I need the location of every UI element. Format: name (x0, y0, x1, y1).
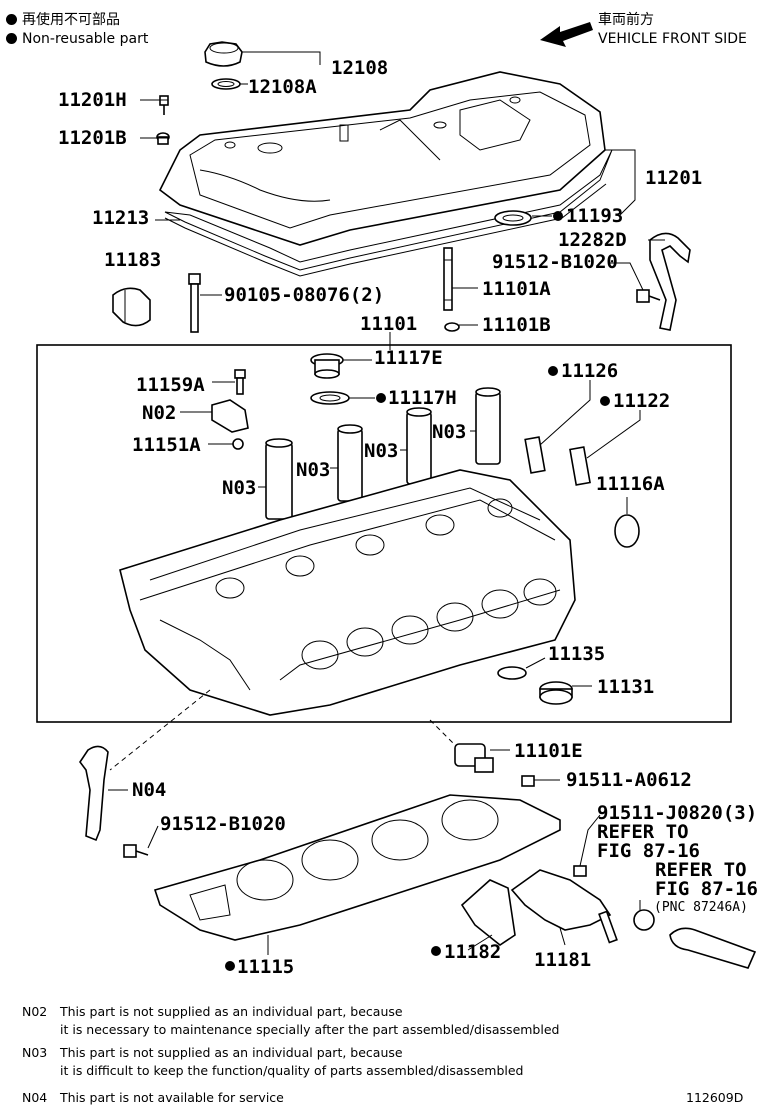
valve-guide-11122-part (569, 446, 591, 486)
label-11101e: 11101E (514, 740, 583, 762)
pin-11151a-part (232, 438, 244, 450)
cylinder-head-cover-part (158, 71, 606, 246)
label-n02: N02 (142, 402, 176, 424)
label-11117e: 11117E (374, 347, 443, 369)
bracket-12282d-part (649, 232, 691, 331)
label-11181: 11181 (534, 949, 591, 971)
cylinder-head-detail-box (36, 344, 732, 723)
label-n03-c: N03 (296, 459, 330, 481)
stud-11101a-part (443, 247, 453, 311)
label-fig-87-16-2: FIG 87-16 (655, 878, 758, 900)
hose-clamp-part (633, 909, 655, 931)
seal-11131-part (539, 681, 573, 705)
label-11193: 11193 (566, 205, 623, 227)
seal-11135-part (497, 666, 527, 680)
cover-gasket-part (164, 149, 613, 271)
front-side-en: VEHICLE FRONT SIDE (598, 31, 747, 47)
non-reusable-dot-icon (6, 33, 17, 44)
bolt-90105-part (188, 273, 201, 333)
cylinder-head-part (119, 469, 576, 716)
cap-gasket-part (211, 78, 241, 90)
label-11183: 11183 (104, 249, 161, 271)
non-reusable-markers (225, 211, 610, 971)
label-refer-to-2: REFER TO (655, 859, 747, 881)
label-91511-j0820: 91511-J0820(3) (597, 802, 757, 824)
label-11131: 11131 (597, 676, 654, 698)
label-91512-top: 91512-B1020 (492, 251, 618, 273)
label-11117h: 11117H (388, 387, 457, 409)
label-11116a: 11116A (596, 473, 665, 495)
gasket-11117h-part (310, 391, 350, 405)
label-11213: 11213 (92, 207, 149, 229)
label-91511-a0612: 91511-A0612 (566, 769, 692, 791)
legend-en: Non-reusable part (6, 31, 148, 47)
hook-n04-part (79, 745, 109, 842)
valve-guide-11126-part (524, 436, 546, 474)
gasket-11182-part (460, 879, 516, 946)
label-91512-bottom: 91512-B1020 (160, 813, 286, 835)
label-11126: 11126 (561, 360, 618, 382)
label-11201b: 11201B (58, 127, 127, 149)
label-fig-87-16-1: FIG 87-16 (597, 840, 700, 862)
non-reusable-dot-icon (225, 961, 235, 971)
sensor-11101e-part (454, 743, 494, 773)
label-11122: 11122 (613, 390, 670, 412)
hose-part (669, 927, 757, 969)
non-reusable-dot-icon (600, 396, 610, 406)
seal-11117e-part (310, 353, 344, 379)
label-11201: 11201 (645, 167, 702, 189)
bolt-91512-bottom-part (123, 844, 149, 858)
oil-filler-cap-part (204, 41, 243, 67)
bolt-91511-a0612-part (521, 775, 535, 787)
label-11159a: 11159A (136, 374, 205, 396)
label-11201h: 11201H (58, 89, 127, 111)
vehicle-front-arrow-icon (540, 22, 593, 47)
label-11135: 11135 (548, 643, 605, 665)
label-n03-a: N03 (432, 421, 466, 443)
label-12108: 12108 (331, 57, 388, 79)
label-11151a: 11151A (132, 434, 201, 456)
label-refer-to-1: REFER TO (597, 821, 689, 843)
non-reusable-dot-icon (431, 946, 441, 956)
plug-11183-part (112, 287, 151, 327)
bolt-11201h-part (159, 95, 169, 115)
diagram-id: 112609D (686, 1090, 744, 1105)
label-11182: 11182 (444, 941, 501, 963)
head-gasket-11115-part (153, 794, 561, 941)
seal-11193-part (494, 210, 532, 226)
non-reusable-dot-icon (6, 14, 17, 25)
label-11101: 11101 (360, 313, 417, 335)
label-11101a: 11101A (482, 278, 551, 300)
housing-11181-part (510, 869, 612, 931)
label-pnc-87246a: (PNC 87246A) (654, 900, 748, 915)
non-reusable-dot-icon (548, 366, 558, 376)
bolt-11159a-part (234, 369, 246, 395)
label-12282d: 12282D (558, 229, 627, 251)
non-reusable-dot-icon (376, 393, 386, 403)
bearing-cap-n02-part (211, 399, 249, 433)
leader-lines (108, 51, 665, 955)
front-side-jp: 車両前方 (598, 12, 654, 28)
plug-11116a-part (614, 514, 640, 548)
label-90105: 90105-08076(2) (224, 284, 384, 306)
grommet-11201b-part (156, 132, 170, 145)
label-n03-b: N03 (364, 440, 398, 462)
label-n04: N04 (132, 779, 166, 801)
label-12108a: 12108A (248, 76, 317, 98)
legend-jp: 再使用不可部品 (6, 9, 120, 29)
bolt-91512-top-part (636, 289, 661, 303)
label-11101b: 11101B (482, 314, 551, 336)
label-11115: 11115 (237, 956, 294, 978)
washer-11101b-part (444, 322, 460, 332)
label-n03-d: N03 (222, 477, 256, 499)
non-reusable-dot-icon (553, 211, 563, 221)
